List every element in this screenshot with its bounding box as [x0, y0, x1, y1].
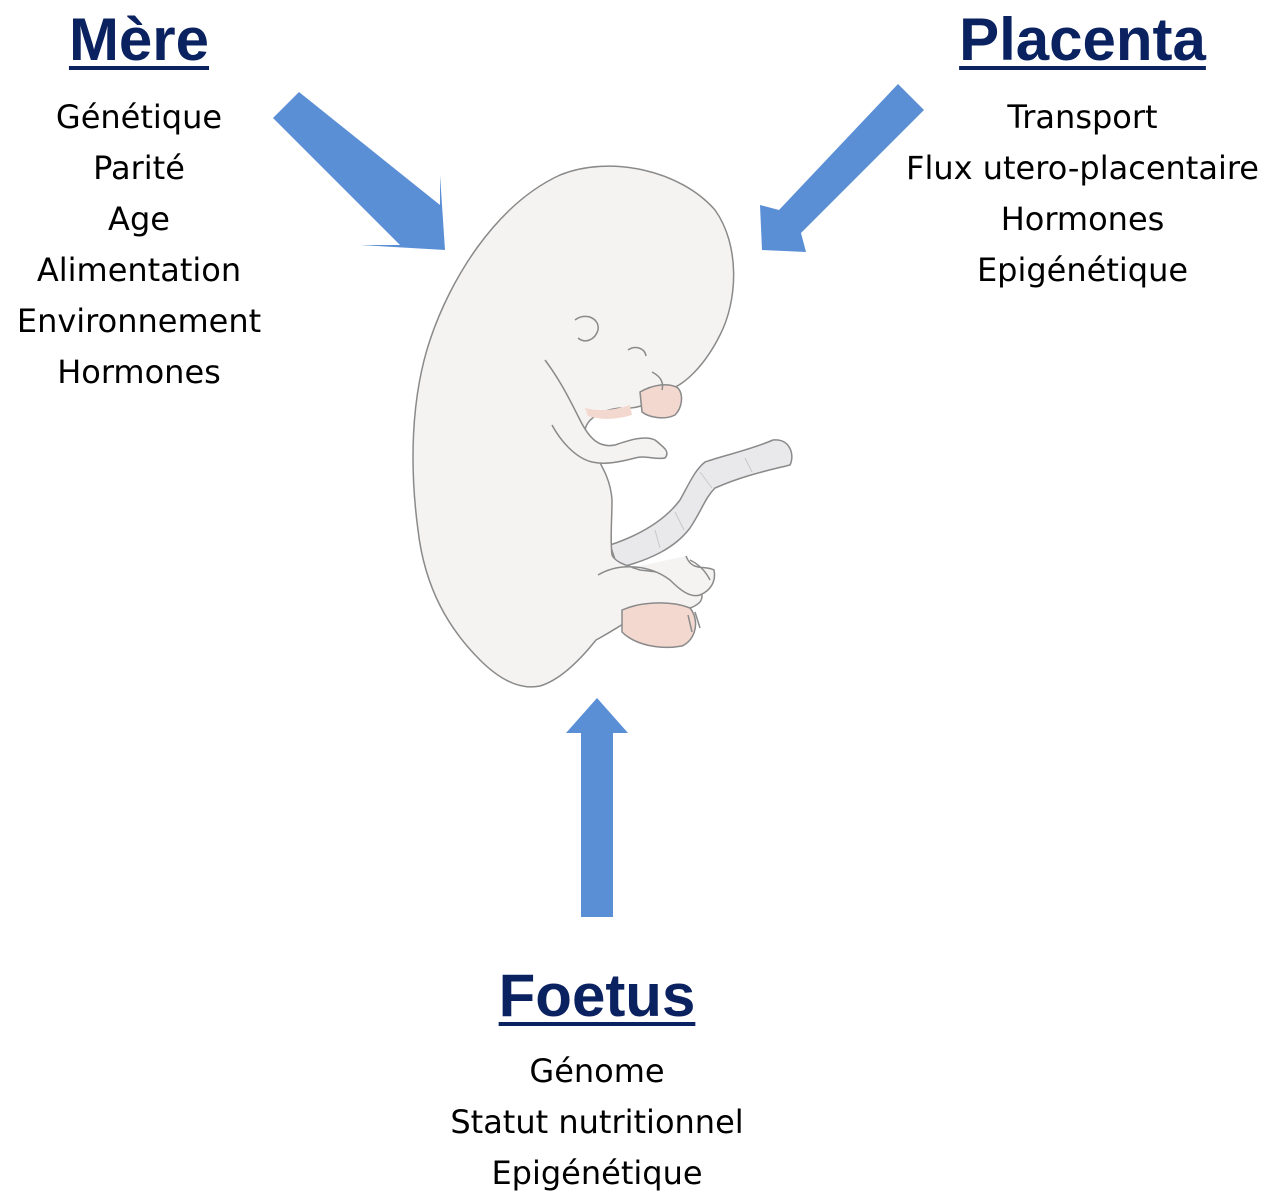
placenta-factor: Transport [880, 92, 1285, 143]
foetus-factor: Génome [400, 1046, 794, 1097]
mere-factor: Parité [0, 143, 278, 194]
mere-factor: Génétique [0, 92, 278, 143]
placenta-factor-list: Transport Flux utero-placentaire Hormone… [880, 92, 1285, 296]
umbilical-cord [610, 440, 792, 568]
placenta-title: Placenta [959, 4, 1206, 76]
foetus-title: Foetus [499, 960, 696, 1032]
mere-title: Mère [69, 4, 209, 76]
mere-factor: Alimentation [0, 245, 278, 296]
placenta-factor: Hormones [880, 194, 1285, 245]
arrow-from-mere [273, 92, 445, 250]
arrow-from-foetus [566, 698, 628, 917]
fetus-illustration [413, 166, 792, 687]
placenta-group: Placenta Transport Flux utero-placentair… [880, 4, 1285, 296]
foetus-factor: Epigénétique [400, 1148, 794, 1199]
mere-group: Mère Génétique Parité Age Alimentation E… [0, 4, 278, 398]
placenta-factor: Epigénétique [880, 245, 1285, 296]
mere-factor: Age [0, 194, 278, 245]
foetus-factor-list: Génome Statut nutritionnel Epigénétique [400, 1046, 794, 1199]
foetus-group: Foetus Génome Statut nutritionnel Epigén… [400, 960, 794, 1199]
mere-factor: Environnement [0, 296, 278, 347]
placenta-factor: Flux utero-placentaire [880, 143, 1285, 194]
mere-factor: Hormones [0, 347, 278, 398]
foetus-factor: Statut nutritionnel [400, 1097, 794, 1148]
mere-factor-list: Génétique Parité Age Alimentation Enviro… [0, 92, 278, 398]
